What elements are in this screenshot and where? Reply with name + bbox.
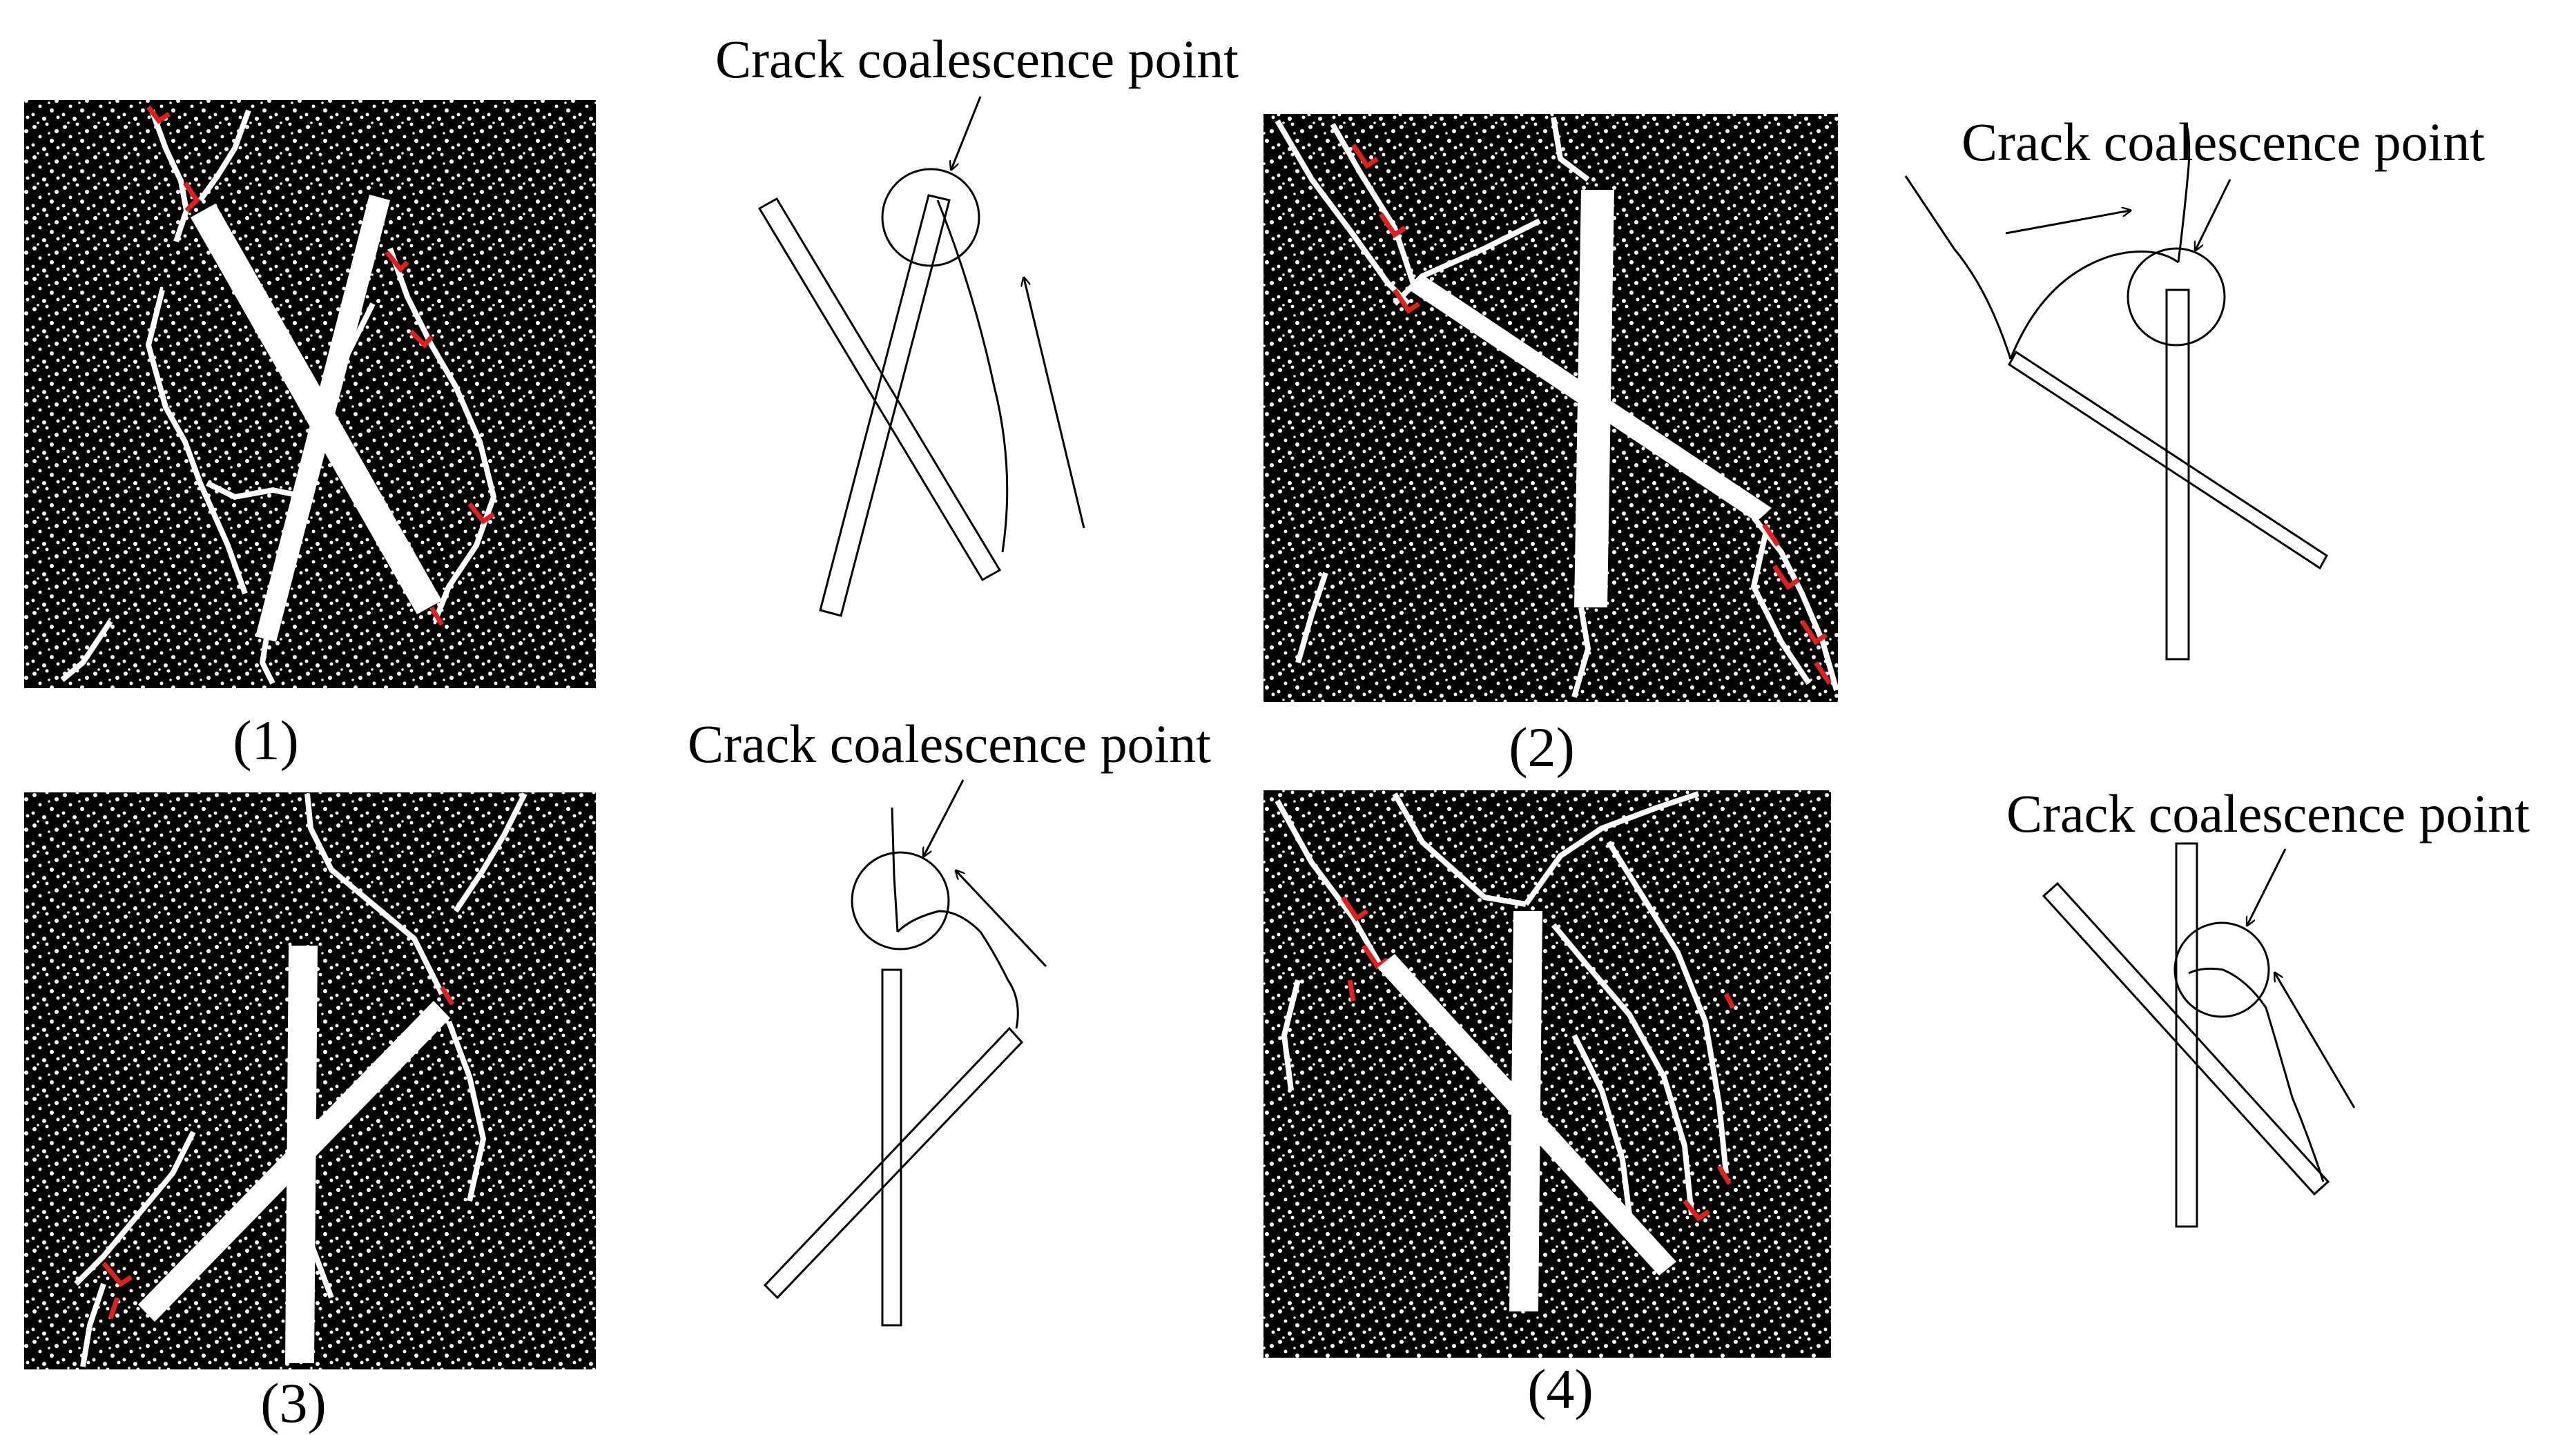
callout-arrow-2	[2196, 179, 2231, 250]
callout-arrow-3	[924, 779, 965, 856]
propagation-arrow-3	[956, 871, 1047, 968]
sketch-3	[763, 779, 1047, 1327]
callout-label-3: Crack coalescence point	[688, 714, 1211, 774]
panel-3: (3) Crack coalescence point	[24, 714, 1211, 1434]
callout-label-1: Crack coalescence point	[715, 29, 1239, 89]
crack-trace-1	[936, 199, 1009, 553]
flaw-bars-3	[138, 946, 450, 1363]
panel-2: (2) Crack coalescence point	[1263, 112, 2485, 779]
flaw-outline-1b	[819, 194, 951, 617]
caption-4: (4)	[1527, 1358, 1594, 1421]
callout-arrow-4	[2247, 848, 2287, 925]
sketch-1	[757, 96, 1085, 617]
shear-cracks-2	[1351, 144, 1832, 685]
flaw-outline-2b	[2165, 289, 2190, 661]
crack-trace-4	[2188, 967, 2325, 1182]
shear-cracks-1	[146, 105, 495, 626]
crack-trace-3	[896, 910, 1019, 1029]
tensile-cracks-4	[1275, 791, 1729, 1216]
flaw-bars-2	[1407, 190, 1772, 607]
flaw-bars-1	[191, 195, 442, 642]
flaw-outline-2a	[2008, 350, 2328, 570]
crack-trace-2	[1904, 175, 2012, 360]
callout-label-2: Crack coalescence point	[1962, 112, 2485, 172]
coalescence-circle-4	[2173, 921, 2270, 1018]
panel-4: (4) Crack coalescence point	[1263, 783, 2530, 1421]
callout-arrow-1	[951, 96, 982, 169]
propagation-arrow-1	[1024, 278, 1085, 529]
crack-trace-2c	[2177, 127, 2191, 263]
flaw-outline-4b	[2175, 842, 2198, 1228]
flaw-outline-3b	[881, 968, 902, 1327]
panel-1: (1) Crack coalescence point	[24, 29, 1239, 772]
simulation-image-1	[24, 100, 596, 688]
simulation-image-4	[1263, 790, 1831, 1358]
propagation-arrow-2	[2005, 211, 2130, 235]
caption-1: (1)	[233, 709, 299, 772]
simulation-image-2	[1263, 114, 1839, 702]
shear-cracks-3	[101, 986, 455, 1320]
caption-2: (2)	[1509, 716, 1575, 779]
flaw-outline-4a	[2042, 881, 2330, 1196]
flaw-outline-1a	[757, 197, 1002, 582]
coalescence-circle-2	[2127, 247, 2226, 346]
sketch-2	[1904, 127, 2328, 661]
flaw-outline-3a	[763, 1026, 1024, 1300]
crack-trace-3b	[891, 807, 899, 933]
sketch-4	[2042, 842, 2356, 1228]
caption-3: (3)	[260, 1371, 327, 1434]
coalescence-circle-3	[851, 851, 950, 950]
simulation-image-3	[24, 792, 596, 1369]
flaw-bars-4	[1377, 911, 1676, 1311]
shear-cracks-4	[1341, 896, 1736, 1222]
propagation-arrow-4	[2275, 973, 2356, 1109]
coalescence-circle-1	[881, 168, 980, 267]
callout-label-4: Crack coalescence point	[2006, 783, 2530, 843]
crack-trace-2b	[2009, 250, 2179, 360]
